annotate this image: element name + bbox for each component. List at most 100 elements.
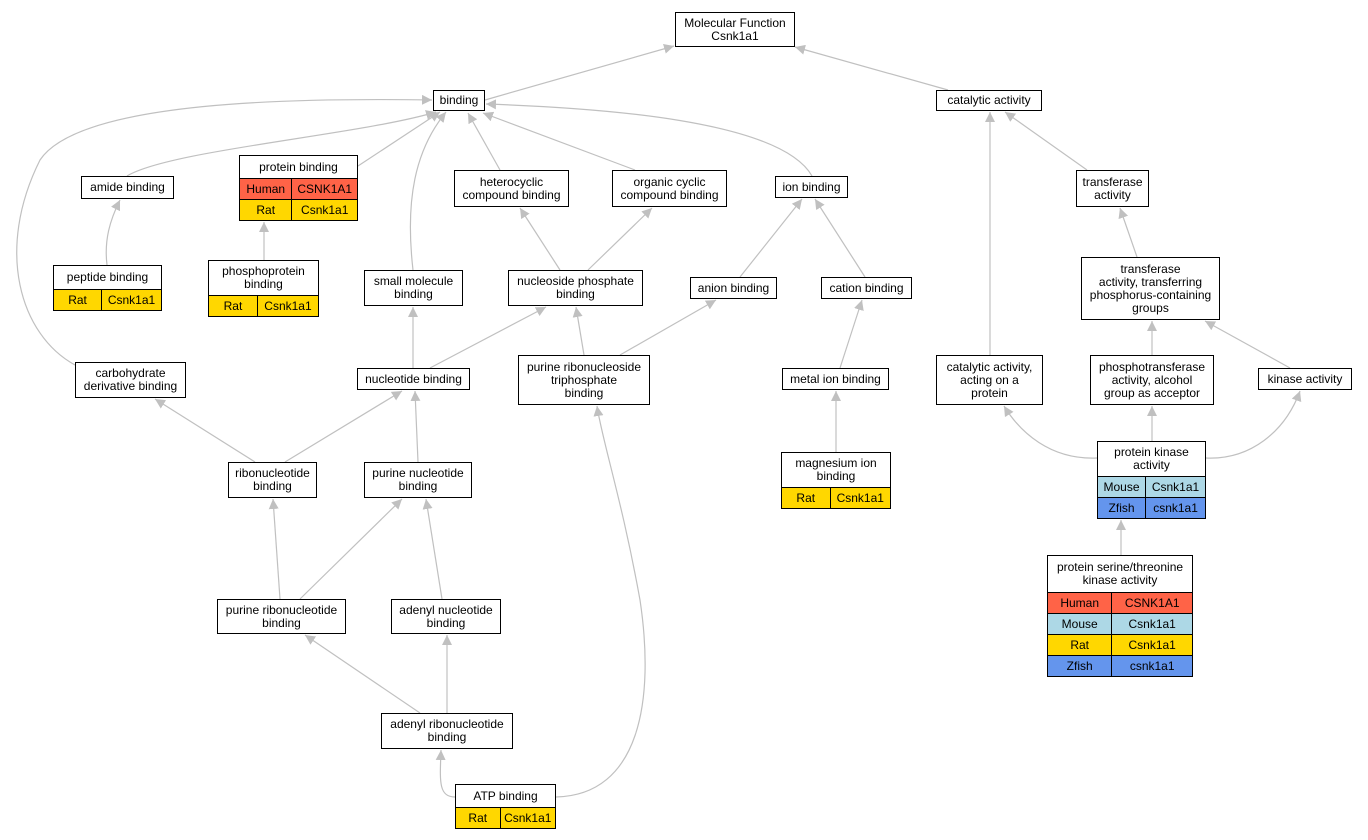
go-term-heterocyclic[interactable]: heterocyclic compound binding [454,170,569,207]
go-term-transferase[interactable]: transferase activity [1076,170,1149,207]
species-cell: Mouse [1098,477,1147,497]
term-label: magnesium ion binding [795,456,877,483]
gene-cell[interactable]: Csnk1a1 [504,811,552,825]
edge-protein-to-binding [357,111,441,167]
species-cell: Zfish [1098,498,1147,518]
go-term-transphos[interactable]: transferase activity, transferring phosp… [1081,257,1220,320]
edge-catalytic-to-mf [794,44,949,91]
go-term-ion[interactable]: ion binding [775,176,848,198]
species-cell: Human [1048,593,1113,613]
go-term-adenylnuc[interactable]: adenyl nucleotide binding [391,599,501,634]
edge-binding-to-mf [484,43,675,101]
go-term-purribo[interactable]: purine ribonucleotide binding [217,599,346,634]
annotation-row: Rat Csnk1a1 [1048,634,1192,655]
gene-cell[interactable]: Csnk1a1 [264,299,312,313]
edge-amide-to-binding [126,110,437,177]
term-label: phosphoprotein binding [222,264,305,291]
go-term-phosalc[interactable]: phosphotransferase activity, alcohol gro… [1090,355,1214,405]
term-label: anion binding [697,280,770,295]
go-term-mf[interactable]: Molecular Function Csnk1a1 [675,12,795,47]
gene-cell[interactable]: Csnk1a1 [301,203,349,217]
go-term-catprot[interactable]: catalytic activity, acting on a protein [936,355,1043,405]
edge-ion-to-binding [485,99,813,177]
go-term-metal[interactable]: metal ion binding [782,368,889,390]
edge-nucphos-to-heterocyclic [519,207,561,271]
go-term-nucphos[interactable]: nucleoside phosphate binding [508,270,643,306]
go-term-prtp[interactable]: purine ribonucleoside triphosphate bindi… [518,355,650,405]
edge-atp-to-adenylribo [435,749,456,798]
go-term-adenylribo[interactable]: adenyl ribonucleotide binding [381,713,513,749]
term-label: protein kinase activity [1114,445,1189,472]
edge-ribonuc-to-carbo [154,398,256,463]
go-term-carbo[interactable]: carbohydrate derivative binding [75,362,186,398]
edge-purinenuc-to-nucleotide [410,390,421,463]
term-label: adenyl ribonucleotide binding [390,717,504,744]
gene-cell[interactable]: Csnk1a1 [1128,638,1176,652]
edge-adenylribo-to-purribo [304,634,421,714]
go-term-cation[interactable]: cation binding [821,277,912,299]
annotation-row: Human CSNK1A1 [240,178,357,199]
term-label: peptide binding [66,270,149,284]
gene-cell[interactable]: csnk1a1 [1129,659,1175,673]
term-label: nucleoside phosphate binding [517,274,634,301]
term-label: ATP binding [473,788,538,803]
go-term-anion[interactable]: anion binding [690,277,777,299]
annotation-row: Zfish csnk1a1 [1098,497,1205,518]
edge-smallmol-to-binding [409,111,447,271]
go-term-serthr[interactable]: protein serine/threonine kinase activity… [1047,555,1193,677]
term-label: organic cyclic compound binding [620,174,719,202]
gene-cell[interactable]: CSNK1A1 [297,182,353,196]
gene-cell[interactable]: Csnk1a1 [107,293,156,307]
go-term-amide[interactable]: amide binding [81,176,174,199]
edge-transphos-to-transferase [1118,207,1138,258]
go-term-binding[interactable]: binding [433,90,485,111]
edge-purribo-to-purinenuc [299,498,403,600]
gene-cell[interactable]: CSNK1A1 [1124,596,1180,610]
edge-cation-to-ion [814,198,866,278]
go-term-smallmol[interactable]: small molecule binding [364,270,463,306]
term-label: adenyl nucleotide binding [399,602,493,630]
gene-cell[interactable]: Csnk1a1 [836,491,884,505]
term-label: kinase activity [1267,371,1343,386]
edge-pkinase-to-kinase [1205,390,1302,459]
go-term-nucleotide[interactable]: nucleotide binding [357,368,470,390]
term-label: transferase activity, transferring phosp… [1089,261,1212,315]
species-cell: Rat [1048,635,1113,655]
species-cell: Human [240,179,293,199]
gene-cell[interactable]: csnk1a1 [1153,501,1198,515]
annotation-row: Human CSNK1A1 [1048,592,1192,613]
edge-carbo-to-binding [16,94,433,366]
edge-pkinase-to-catprot [1003,405,1098,459]
go-term-kinase[interactable]: kinase activity [1258,368,1352,390]
term-label: ion binding [782,179,841,194]
go-term-ribonuc[interactable]: ribonucleotide binding [228,462,317,498]
term-label: ribonucleotide binding [235,466,310,493]
term-label: phosphotransferase activity, alcohol gro… [1098,359,1206,400]
edge-adenylnuc-to-purinenuc [422,498,443,600]
species-cell: Rat [209,296,258,316]
go-term-purinenuc[interactable]: purine nucleotide binding [364,462,472,498]
term-label: catalytic activity, acting on a protein [946,359,1033,400]
edge-prtp-to-nucphos [572,306,585,356]
term-label: small molecule binding [373,274,454,301]
edge-anion-to-ion [739,198,803,278]
gene-cell[interactable]: Csnk1a1 [1151,480,1200,494]
go-term-catalytic[interactable]: catalytic activity [936,90,1042,111]
term-label: heterocyclic compound binding [462,174,561,202]
go-term-organic[interactable]: organic cyclic compound binding [612,170,727,207]
term-label: purine ribonucleoside triphosphate bindi… [526,359,642,400]
gene-cell[interactable]: Csnk1a1 [1128,617,1176,631]
term-label: cation binding [829,280,904,295]
